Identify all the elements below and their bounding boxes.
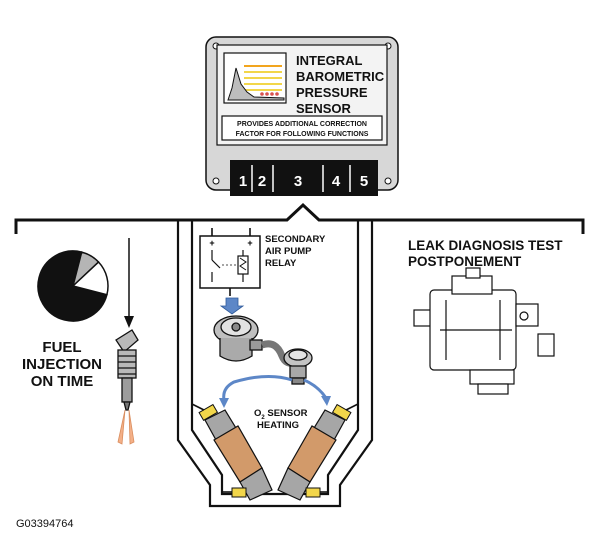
module-title-line: PRESSURE: [296, 85, 368, 100]
fuel-injection-label: ON TIME: [31, 373, 94, 390]
relay-label: AIR PUMP: [265, 246, 312, 257]
fuel-injector-icon: [115, 329, 139, 411]
distribution-bracket: [14, 202, 585, 234]
figure-id: G03394764: [16, 518, 74, 530]
leak-pump-icon: [413, 267, 555, 395]
svg-text:+: +: [209, 238, 214, 248]
air-injection-hose: [222, 375, 293, 401]
catalytic-converter-icon: [204, 409, 273, 501]
relay-symbol-icon: + +: [199, 235, 261, 289]
module-note-line: FACTOR FOR FOLLOWING FUNCTIONS: [236, 131, 369, 138]
barometer-graph-icon: [223, 52, 287, 104]
connector-pin-5: 5: [360, 173, 368, 190]
center-frame-inner: [190, 220, 360, 496]
catalytic-converter-icon: [277, 409, 346, 501]
o2-sensor-heating-label: HEATING: [257, 420, 299, 431]
svg-text:+: +: [247, 238, 252, 248]
module-note-line: PROVIDES ADDITIONAL CORRECTION: [237, 121, 367, 128]
fuel-injection-label: FUEL: [42, 339, 81, 356]
module-title-line: INTEGRAL: [296, 53, 363, 68]
o2-sensor-heating-label: O2 SENSOR: [254, 408, 308, 421]
leak-diagnosis-label: POSTPONEMENT: [408, 254, 522, 269]
fuel-injection-label: INJECTION: [22, 356, 102, 373]
connector-pin-4: 4: [332, 173, 341, 190]
connector-pin-2: 2: [258, 173, 266, 190]
connector-pin-3: 3: [294, 173, 302, 190]
o2-sensor-icon: [198, 403, 352, 498]
connector-pin-1: 1: [239, 173, 247, 190]
module-title-line: SENSOR: [296, 101, 352, 116]
air-pump-icon: [213, 315, 263, 362]
relay-label: RELAY: [265, 258, 297, 269]
relay-label: SECONDARY: [265, 234, 326, 245]
barometric-module: INTEGRAL BAROMETRIC PRESSURE SENSOR PROV…: [205, 36, 399, 196]
pointer-arrow-head: [124, 316, 134, 328]
center-frame-outer: [176, 220, 374, 508]
airflow-arrow: [219, 297, 245, 315]
leak-diagnosis-label: LEAK DIAGNOSIS TEST: [408, 238, 563, 253]
fuel-spray-icon: [117, 409, 135, 445]
module-title-line: BAROMETRIC: [296, 69, 385, 84]
pie-chart: [37, 250, 109, 322]
pie-slice-white: [71, 260, 109, 296]
